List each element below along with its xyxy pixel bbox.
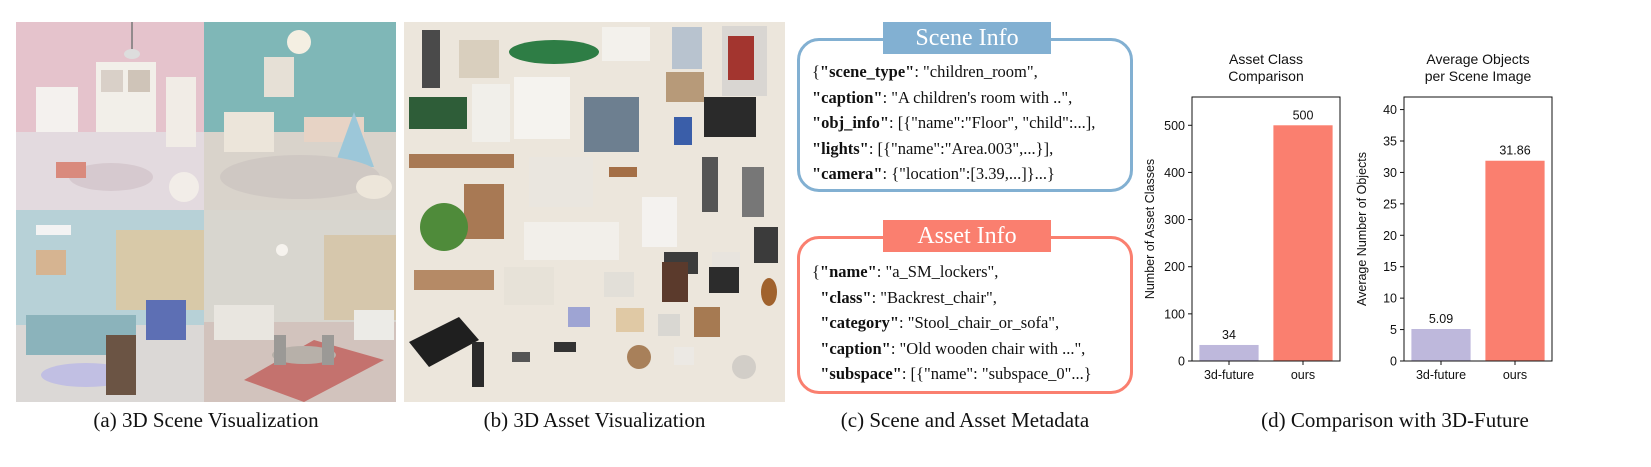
avg-objects-x-tick-label: 3d-future: [1416, 368, 1466, 382]
asset-class-title-line: Asset Class: [1229, 51, 1303, 67]
avg-objects-y-axis-label: Average Number of Objects: [1355, 152, 1369, 306]
asset-class-bar-ours: [1273, 125, 1333, 362]
avg-objects-y-tick-label: 30: [1383, 166, 1397, 180]
avg-objects-y-tick-label: 10: [1383, 292, 1397, 306]
asset-info-line: "subspace": [{"name": "subspace_0"...}: [820, 364, 1092, 383]
asset-class-x-tick-label: ours: [1291, 368, 1315, 382]
asset-info-line: "category": "Stool_chair_or_sofa",: [820, 313, 1060, 332]
scene-render-children-room-teal: [204, 22, 396, 210]
asset-info-json: {"name": "a_SM_lockers", "class": "Backr…: [812, 259, 1092, 387]
scene-render-dining-room: [204, 210, 396, 402]
caption-comparison: (d) Comparison with 3D-Future: [1261, 408, 1529, 432]
scene-info-title: Scene Info: [883, 22, 1051, 54]
avg-objects-value-label: 31.86: [1499, 144, 1530, 158]
asset-class-y-tick-label: 500: [1164, 119, 1185, 133]
scene-info-line: {"scene_type": "children_room",: [812, 62, 1038, 81]
avg-objects-y-tick-label: 5: [1390, 323, 1397, 337]
asset-class-y-tick-label: 400: [1164, 166, 1185, 180]
caption-metadata: (c) Scene and Asset Metadata: [840, 408, 1090, 432]
asset-class-x-tick-label: 3d-future: [1204, 368, 1254, 382]
asset-class-bar-3d-future: [1199, 344, 1259, 361]
avg-objects-bar-ours: [1485, 160, 1545, 361]
asset-class-plot-frame: [1191, 96, 1341, 362]
avg-objects-y-tick-label: 25: [1383, 197, 1397, 211]
avg-objects-value-label: 5.09: [1429, 312, 1453, 326]
asset-info-line: "class": "Backrest_chair",: [820, 287, 997, 307]
asset-class-y-axis-label: Number of Asset Classes: [1143, 159, 1157, 299]
asset-class-y-tick-label: 100: [1164, 307, 1185, 321]
scene-info-line: "obj_info": [{"name":"Floor", "child":..…: [812, 113, 1096, 132]
scene-info-line: "camera": {"location":[3.39,...]}...}: [812, 164, 1055, 183]
scene-render-dental-office: [16, 210, 204, 402]
avg-objects-x-tick-label: ours: [1503, 368, 1527, 382]
asset-info-line: {"name": "a_SM_lockers",: [812, 262, 999, 281]
caption-asset-visualization: (b) 3D Asset Visualization: [483, 408, 706, 432]
scene-info-json: {"scene_type": "children_room", "caption…: [812, 59, 1095, 187]
asset-class-y-tick-label: 300: [1164, 213, 1185, 227]
scene-info-box: [797, 38, 1133, 192]
asset-class-y-tick-label: 200: [1164, 260, 1185, 274]
caption-scene-visualization: (a) 3D Scene Visualization: [93, 408, 319, 432]
asset-info-title: Asset Info: [883, 220, 1051, 252]
scene-visualization-grid: [16, 22, 396, 402]
asset-class-y-tick-label: 0: [1178, 355, 1185, 369]
asset-class-value-label: 34: [1222, 328, 1236, 342]
scene-info-line: "lights": [{"name":"Area.003",...}],: [812, 138, 1054, 158]
avg-objects-y-tick-label: 35: [1383, 135, 1397, 149]
avg-objects-bar-3d-future: [1411, 329, 1471, 361]
asset-info-line: "caption": "Old wooden chair with ...",: [820, 338, 1086, 358]
scene-info-line: "caption": "A children's room with ..",: [812, 87, 1073, 107]
avg-objects-title-line: Average Objects: [1426, 51, 1529, 67]
asset-class-title-line: Comparison: [1228, 68, 1303, 84]
avg-objects-plot-frame: [1403, 96, 1553, 362]
avg-objects-y-tick-label: 15: [1383, 260, 1397, 274]
scene-render-children-room-pink: [16, 22, 204, 210]
avg-objects-y-tick-label: 0: [1390, 355, 1397, 369]
avg-objects-title-line: per Scene Image: [1425, 68, 1532, 84]
avg-objects-y-tick-label: 20: [1383, 229, 1397, 243]
avg-objects-y-tick-label: 40: [1383, 103, 1397, 117]
asset-visualization-collage: [404, 22, 785, 402]
asset-class-value-label: 500: [1293, 108, 1314, 122]
